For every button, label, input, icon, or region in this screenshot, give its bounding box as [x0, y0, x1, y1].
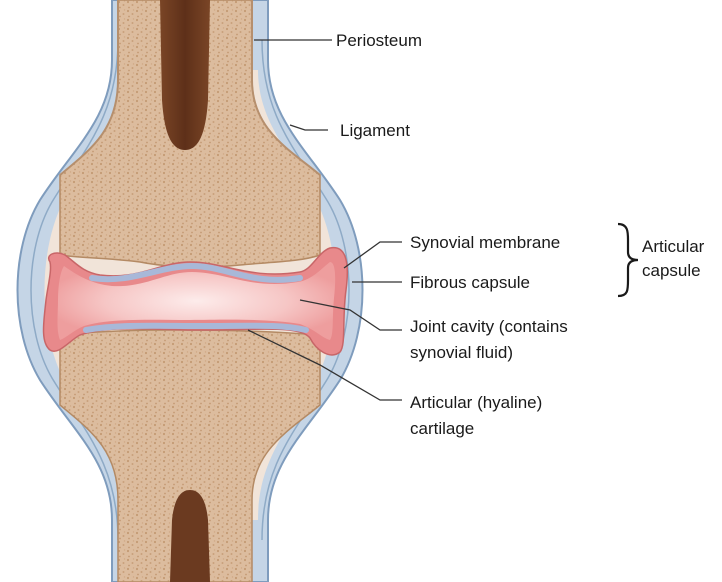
label-cartilage-2: cartilage [410, 419, 474, 438]
label-periosteum: Periosteum [336, 31, 422, 50]
label-joint-cavity-1: Joint cavity (contains [410, 317, 568, 336]
upper-marrow [160, 0, 210, 150]
label-fibrous-capsule: Fibrous capsule [410, 273, 530, 292]
articular-capsule-bracket [618, 224, 638, 296]
label-synovial-membrane: Synovial membrane [410, 233, 560, 252]
label-articular-capsule-2: capsule [642, 261, 701, 280]
label-cartilage-1: Articular (hyaline) [410, 393, 542, 412]
label-ligament: Ligament [340, 121, 410, 140]
lower-marrow [170, 490, 210, 582]
label-articular-capsule-1: Articular [642, 237, 705, 256]
label-joint-cavity-2: synovial fluid) [410, 343, 513, 362]
ligament-leader [290, 125, 328, 130]
